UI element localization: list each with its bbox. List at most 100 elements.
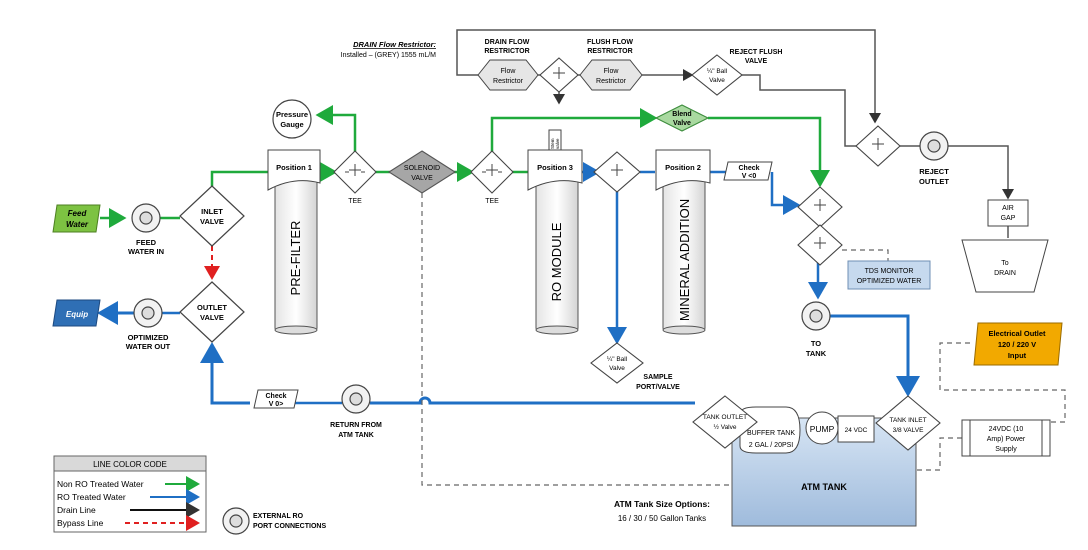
- pump-label: PUMP: [810, 424, 835, 434]
- drain-note-title: DRAIN Flow Restrictor:: [353, 40, 436, 49]
- to-drain-line1: To: [1001, 260, 1009, 267]
- outlet-valve-line2: VALVE: [200, 313, 224, 322]
- feed-water-in-line1: FEED: [136, 238, 157, 247]
- to-tank-line2: TANK: [806, 349, 827, 358]
- drain-pipes: [456, 29, 1014, 238]
- check-valve-top[interactable]: Check V <0: [723, 161, 773, 181]
- tank-inlet-valve[interactable]: TANK INLET 3/8 VALVE: [875, 395, 941, 451]
- pos3-body: RO MODULE: [549, 222, 564, 301]
- to-tank-line1: TO: [811, 339, 821, 348]
- solenoid-valve[interactable]: SOLENOID VALVE: [387, 150, 457, 194]
- legend-item-1: RO Treated Water: [57, 492, 126, 502]
- atm-tank-label: ATM TANK: [801, 482, 847, 492]
- flush-fr-line2: Restrictor: [596, 78, 627, 85]
- reject-junction-cross: [855, 125, 901, 167]
- pos2-body: MINERAL ADDITION: [677, 199, 692, 321]
- legend-title: LINE COLOR CODE: [93, 460, 167, 469]
- tank-outlet-line2: ½ Valve: [713, 423, 736, 431]
- sample-label2: PORT/VALVE: [636, 384, 680, 391]
- reject-outlet-port[interactable]: REJECT OUTLET: [919, 131, 949, 186]
- green-pipes: [160, 105, 830, 220]
- reject-outlet-line1: REJECT: [919, 167, 949, 176]
- check-bottom-line1: Check: [265, 393, 286, 400]
- feed-water-source: Feed Water: [52, 204, 101, 233]
- tds-line2: OPTIMIZED WATER: [857, 278, 922, 285]
- to-tank-port[interactable]: TO TANK: [801, 301, 831, 358]
- feed-water-in-port[interactable]: FEED WATER IN: [128, 203, 164, 256]
- power-supply: 24VDC (10 Amp) Power Supply: [961, 419, 1051, 457]
- legend-port-line2: PORT CONNECTIONS: [253, 523, 326, 530]
- stem-valve[interactable]: Stem valve: [548, 129, 562, 151]
- optimized-water-out-port[interactable]: OPTIMIZED WATER OUT: [126, 298, 171, 351]
- reject-flush-valve[interactable]: ¼" Ball Valve REJECT FLUSH VALVE: [691, 49, 782, 96]
- outlet-valve[interactable]: OUTLET VALVE: [179, 281, 245, 343]
- drain-fr-line2: Restrictor: [493, 78, 524, 85]
- inlet-valve-line1: INLET: [201, 207, 223, 216]
- reject-flush-line1: ¼" Ball: [707, 68, 728, 75]
- tank-options-title: ATM Tank Size Options:: [614, 499, 710, 509]
- flush-flow-restrictor: FLUSH FLOW RESTRICTOR Flow Restrictor: [579, 39, 643, 91]
- drain-fr-head2: RESTRICTOR: [484, 48, 529, 55]
- blue-pipes: [97, 162, 920, 405]
- optimized-out-line2: WATER OUT: [126, 342, 171, 351]
- electric-line2: 120 / 220 V: [998, 340, 1036, 349]
- drain-note: DRAIN Flow Restrictor: Installed – (GREY…: [341, 40, 437, 59]
- blend-line1: Blend: [672, 111, 691, 118]
- junction-cross-lower: [797, 224, 843, 266]
- electric-line3: Input: [1008, 351, 1027, 360]
- tee-2: TEE: [470, 150, 514, 205]
- tee-1-label: TEE: [348, 198, 362, 205]
- pump: PUMP 24 VDC: [805, 411, 875, 445]
- equip-destination: Equip: [52, 299, 101, 327]
- psu-line2: Amp) Power: [987, 436, 1026, 443]
- legend-port-line1: EXTERNAL RO: [253, 513, 304, 520]
- return-from-atm-port[interactable]: RETURN FROM ATM TANK: [330, 384, 382, 439]
- solenoid-line1: SOLENOID: [404, 165, 440, 172]
- psu-line1: 24VDC (10: [989, 426, 1024, 433]
- buffer-tank: BUFFER TANK 2 GAL / 20PSI: [739, 406, 801, 454]
- pressure-gauge-line2: Gauge: [280, 120, 303, 129]
- pos1-body: PRE-FILTER: [288, 221, 303, 296]
- legend-item-3: Bypass Line: [57, 518, 104, 528]
- legend-port-key: EXTERNAL RO PORT CONNECTIONS: [222, 507, 326, 535]
- sample-line2: Valve: [609, 365, 625, 372]
- tee-2-label: TEE: [485, 198, 499, 205]
- blend-valve[interactable]: Blend Valve: [654, 104, 710, 132]
- pos3-label: Position 3: [537, 163, 573, 172]
- optimized-out-line1: OPTIMIZED: [128, 333, 169, 342]
- outlet-valve-line1: OUTLET: [197, 303, 227, 312]
- sample-valve[interactable]: ¼" Ball Valve SAMPLE PORT/VALVE: [590, 342, 680, 391]
- feed-line1: Feed: [68, 209, 88, 218]
- drain-flow-restrictor: DRAIN FLOW RESTRICTOR Flow Restrictor: [477, 39, 539, 91]
- feed-water-in-line2: WATER IN: [128, 247, 164, 256]
- feed-line2: Water: [66, 220, 89, 229]
- electric-line1: Electrical Outlet: [988, 329, 1046, 338]
- buffer-line2: 2 GAL / 20PSI: [749, 442, 794, 449]
- tee-3: [593, 151, 641, 193]
- pressure-gauge-line1: Pressure: [276, 110, 308, 119]
- solenoid-line2: VALVE: [411, 175, 433, 182]
- pump-voltage: 24 VDC: [845, 427, 868, 434]
- equip-label: Equip: [66, 310, 88, 319]
- inlet-valve[interactable]: INLET VALVE: [179, 185, 245, 247]
- sample-line1: ¼" Ball: [607, 356, 628, 363]
- drain-note-detail: Installed – (GREY) 1555 mL/M: [341, 52, 436, 59]
- flush-fr-head2: RESTRICTOR: [587, 48, 632, 55]
- tank-outlet-valve[interactable]: TANK OUTLET ½ Valve: [692, 395, 758, 449]
- reject-flush-line2: Valve: [709, 77, 725, 84]
- inlet-valve-line2: VALVE: [200, 217, 224, 226]
- air-gap: AIR GAP: [987, 199, 1029, 227]
- return-line2: ATM TANK: [338, 432, 374, 439]
- tank-inlet-line1: TANK INLET: [889, 417, 926, 424]
- flush-fr-head1: FLUSH FLOW: [587, 39, 633, 46]
- drain-fr-head1: DRAIN FLOW: [485, 39, 530, 46]
- blend-line2: Valve: [673, 120, 691, 127]
- check-valve-bottom[interactable]: Check V 0>: [253, 389, 299, 409]
- flush-fr-line1: Flow: [604, 68, 620, 75]
- tee-1: TEE: [333, 150, 377, 205]
- drain-junction-cross: [539, 57, 579, 93]
- to-drain-line2: DRAIN: [994, 270, 1016, 277]
- electrical-outlet: Electrical Outlet 120 / 220 V Input: [973, 322, 1063, 366]
- junction-cross-upper: [797, 186, 843, 228]
